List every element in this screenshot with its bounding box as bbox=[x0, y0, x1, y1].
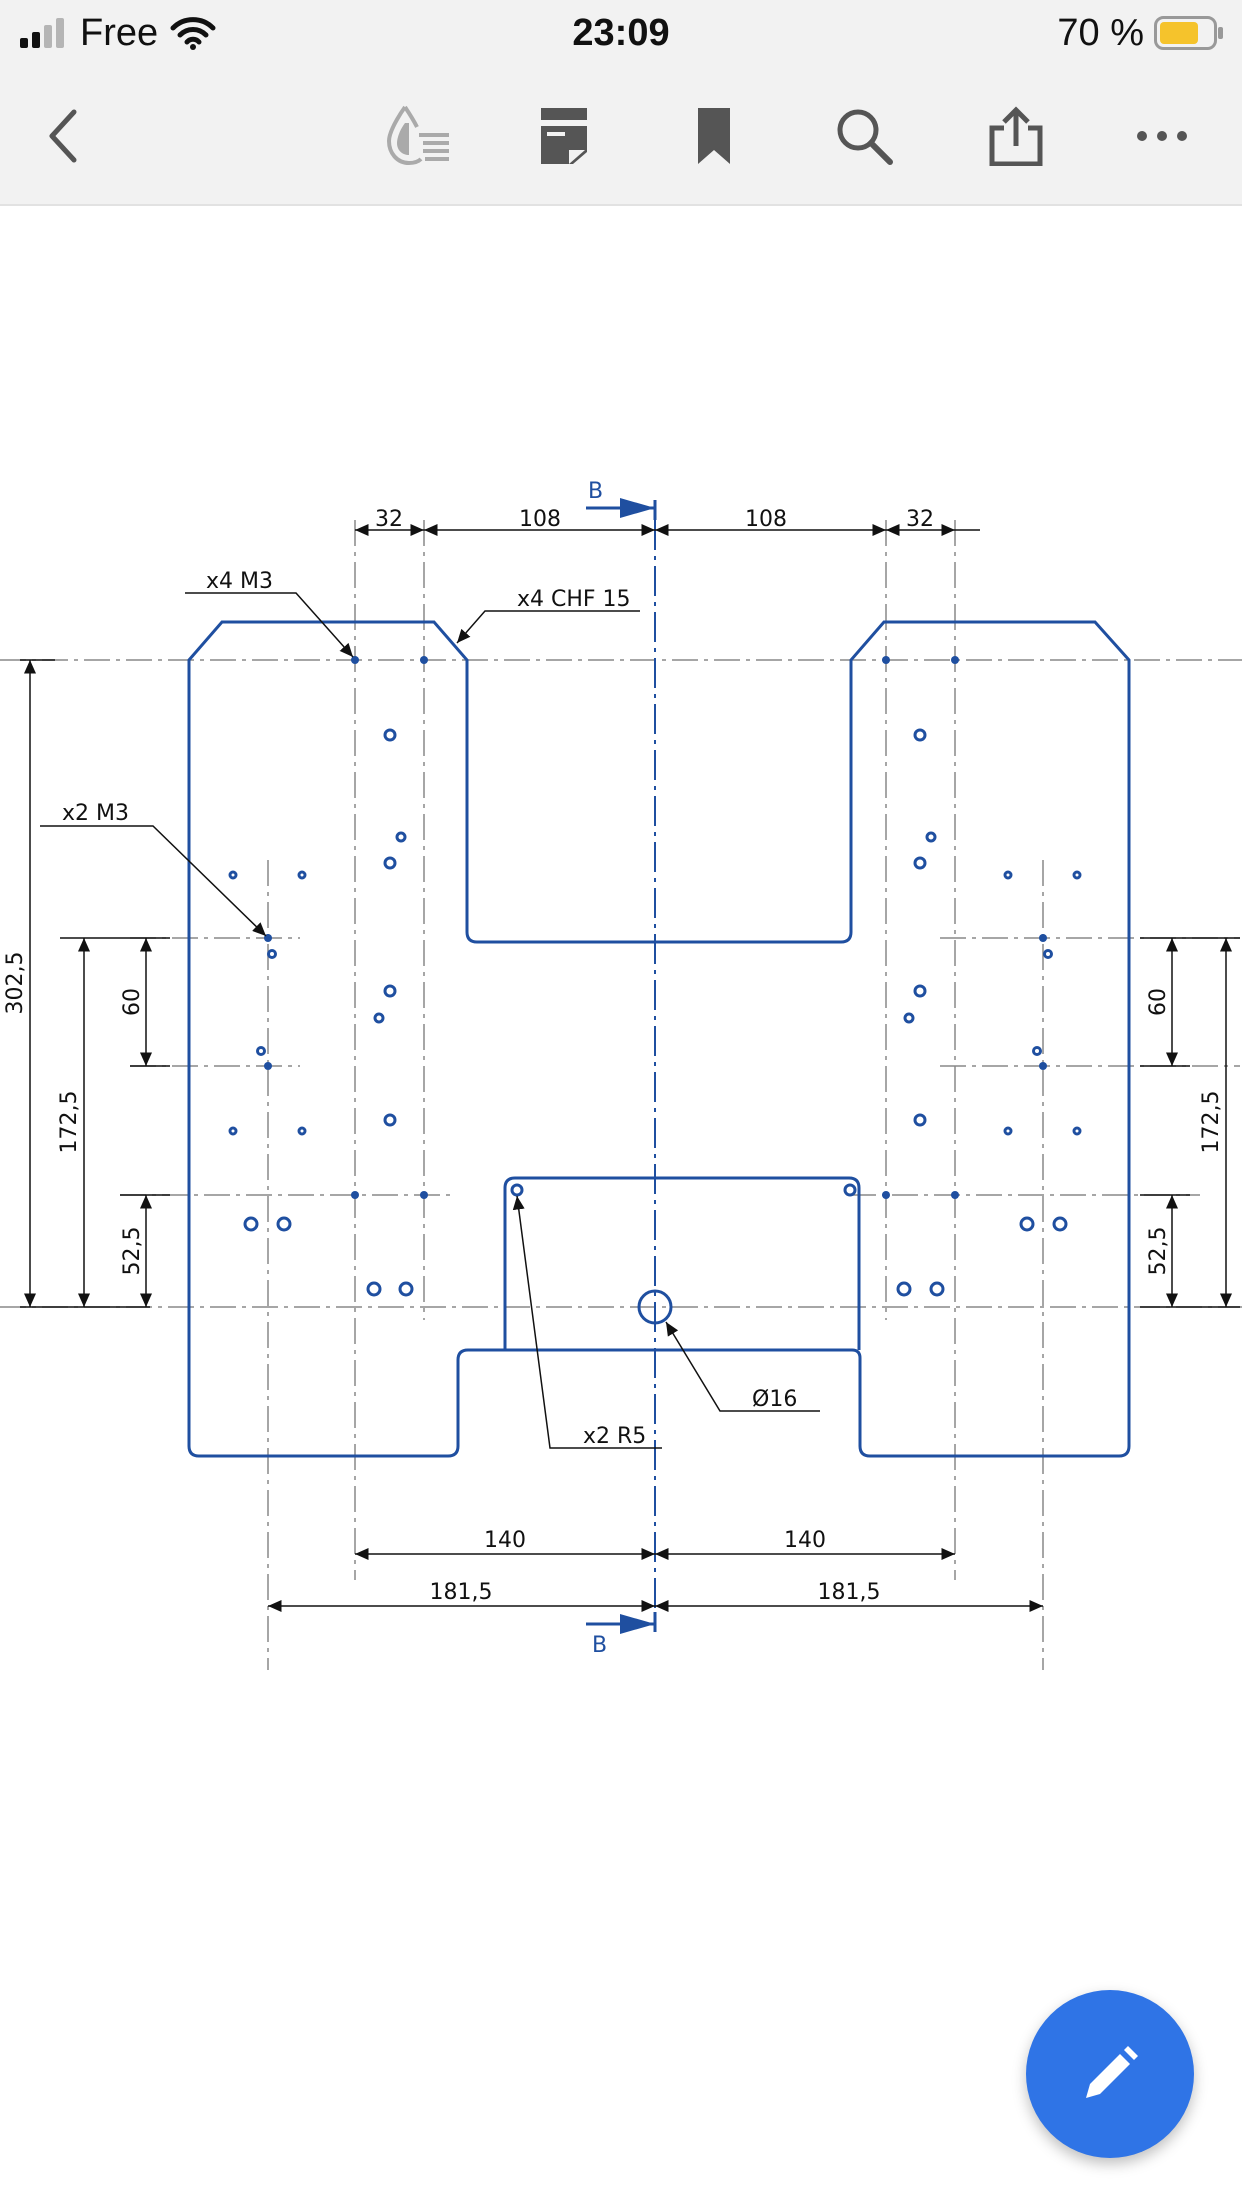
section-marker-top: B bbox=[586, 479, 657, 520]
dim-right-172-5: 172,5 bbox=[1199, 1091, 1224, 1154]
more-icon bbox=[1137, 131, 1187, 141]
dim-bottom-140-right: 140 bbox=[784, 1528, 826, 1553]
dim-left-172-5: 172,5 bbox=[57, 1091, 82, 1154]
bookmark-button[interactable] bbox=[674, 96, 754, 176]
search-icon bbox=[837, 109, 893, 165]
technical-drawing: B B 32 108 108 32 x4 M3 x4 CHF 15 x2 M3 … bbox=[0, 479, 1242, 1670]
dim-left-302-5: 302,5 bbox=[3, 952, 28, 1015]
wifi-icon bbox=[170, 17, 216, 50]
share-icon bbox=[989, 106, 1043, 166]
page-layout-button[interactable] bbox=[524, 96, 604, 176]
share-button[interactable] bbox=[976, 96, 1056, 176]
dim-right-60: 60 bbox=[1146, 988, 1171, 1016]
viewer-toolbar bbox=[0, 66, 1242, 206]
signal-icon bbox=[20, 18, 64, 48]
section-label-top: B bbox=[588, 479, 603, 504]
watermark-button[interactable] bbox=[378, 96, 458, 176]
status-bar: Free 23:09 70 % bbox=[0, 0, 1242, 66]
dim-bottom-181-5-left: 181,5 bbox=[430, 1580, 493, 1605]
battery-icon bbox=[1154, 16, 1223, 50]
dim-left-60: 60 bbox=[120, 988, 145, 1016]
dim-bottom-181-5-right: 181,5 bbox=[818, 1580, 881, 1605]
dim-top-32-right: 32 bbox=[906, 507, 934, 532]
carrier-name: Free bbox=[80, 11, 159, 54]
battery-percent: 70 % bbox=[1057, 11, 1144, 54]
callout-m3-top: x4 M3 bbox=[206, 569, 273, 594]
callout-chf: x4 CHF 15 bbox=[517, 587, 631, 612]
section-marker-bottom: B bbox=[586, 1612, 657, 1658]
dim-top-108-left: 108 bbox=[519, 507, 561, 532]
dim-top-32-left: 32 bbox=[375, 507, 403, 532]
pencil-icon bbox=[1086, 2046, 1138, 2098]
watermark-icon bbox=[386, 105, 449, 166]
back-icon bbox=[49, 109, 77, 163]
bookmark-icon bbox=[698, 108, 730, 164]
back-button[interactable] bbox=[24, 96, 104, 176]
more-button[interactable] bbox=[1122, 96, 1202, 176]
callout-m3-side: x2 M3 bbox=[62, 801, 129, 826]
page-layout-icon bbox=[541, 108, 587, 164]
search-button[interactable] bbox=[824, 96, 904, 176]
dim-right-52-5: 52,5 bbox=[1146, 1227, 1171, 1276]
callout-r5: x2 R5 bbox=[583, 1424, 646, 1449]
section-label-bottom: B bbox=[592, 1633, 607, 1658]
callout-dia: Ø16 bbox=[752, 1387, 797, 1412]
dim-bottom-140-left: 140 bbox=[484, 1528, 526, 1553]
edit-fab-button[interactable] bbox=[1026, 1990, 1194, 2158]
status-time: 23:09 bbox=[572, 12, 670, 54]
dim-left-52-5: 52,5 bbox=[120, 1227, 145, 1276]
dim-top-108-right: 108 bbox=[745, 507, 787, 532]
